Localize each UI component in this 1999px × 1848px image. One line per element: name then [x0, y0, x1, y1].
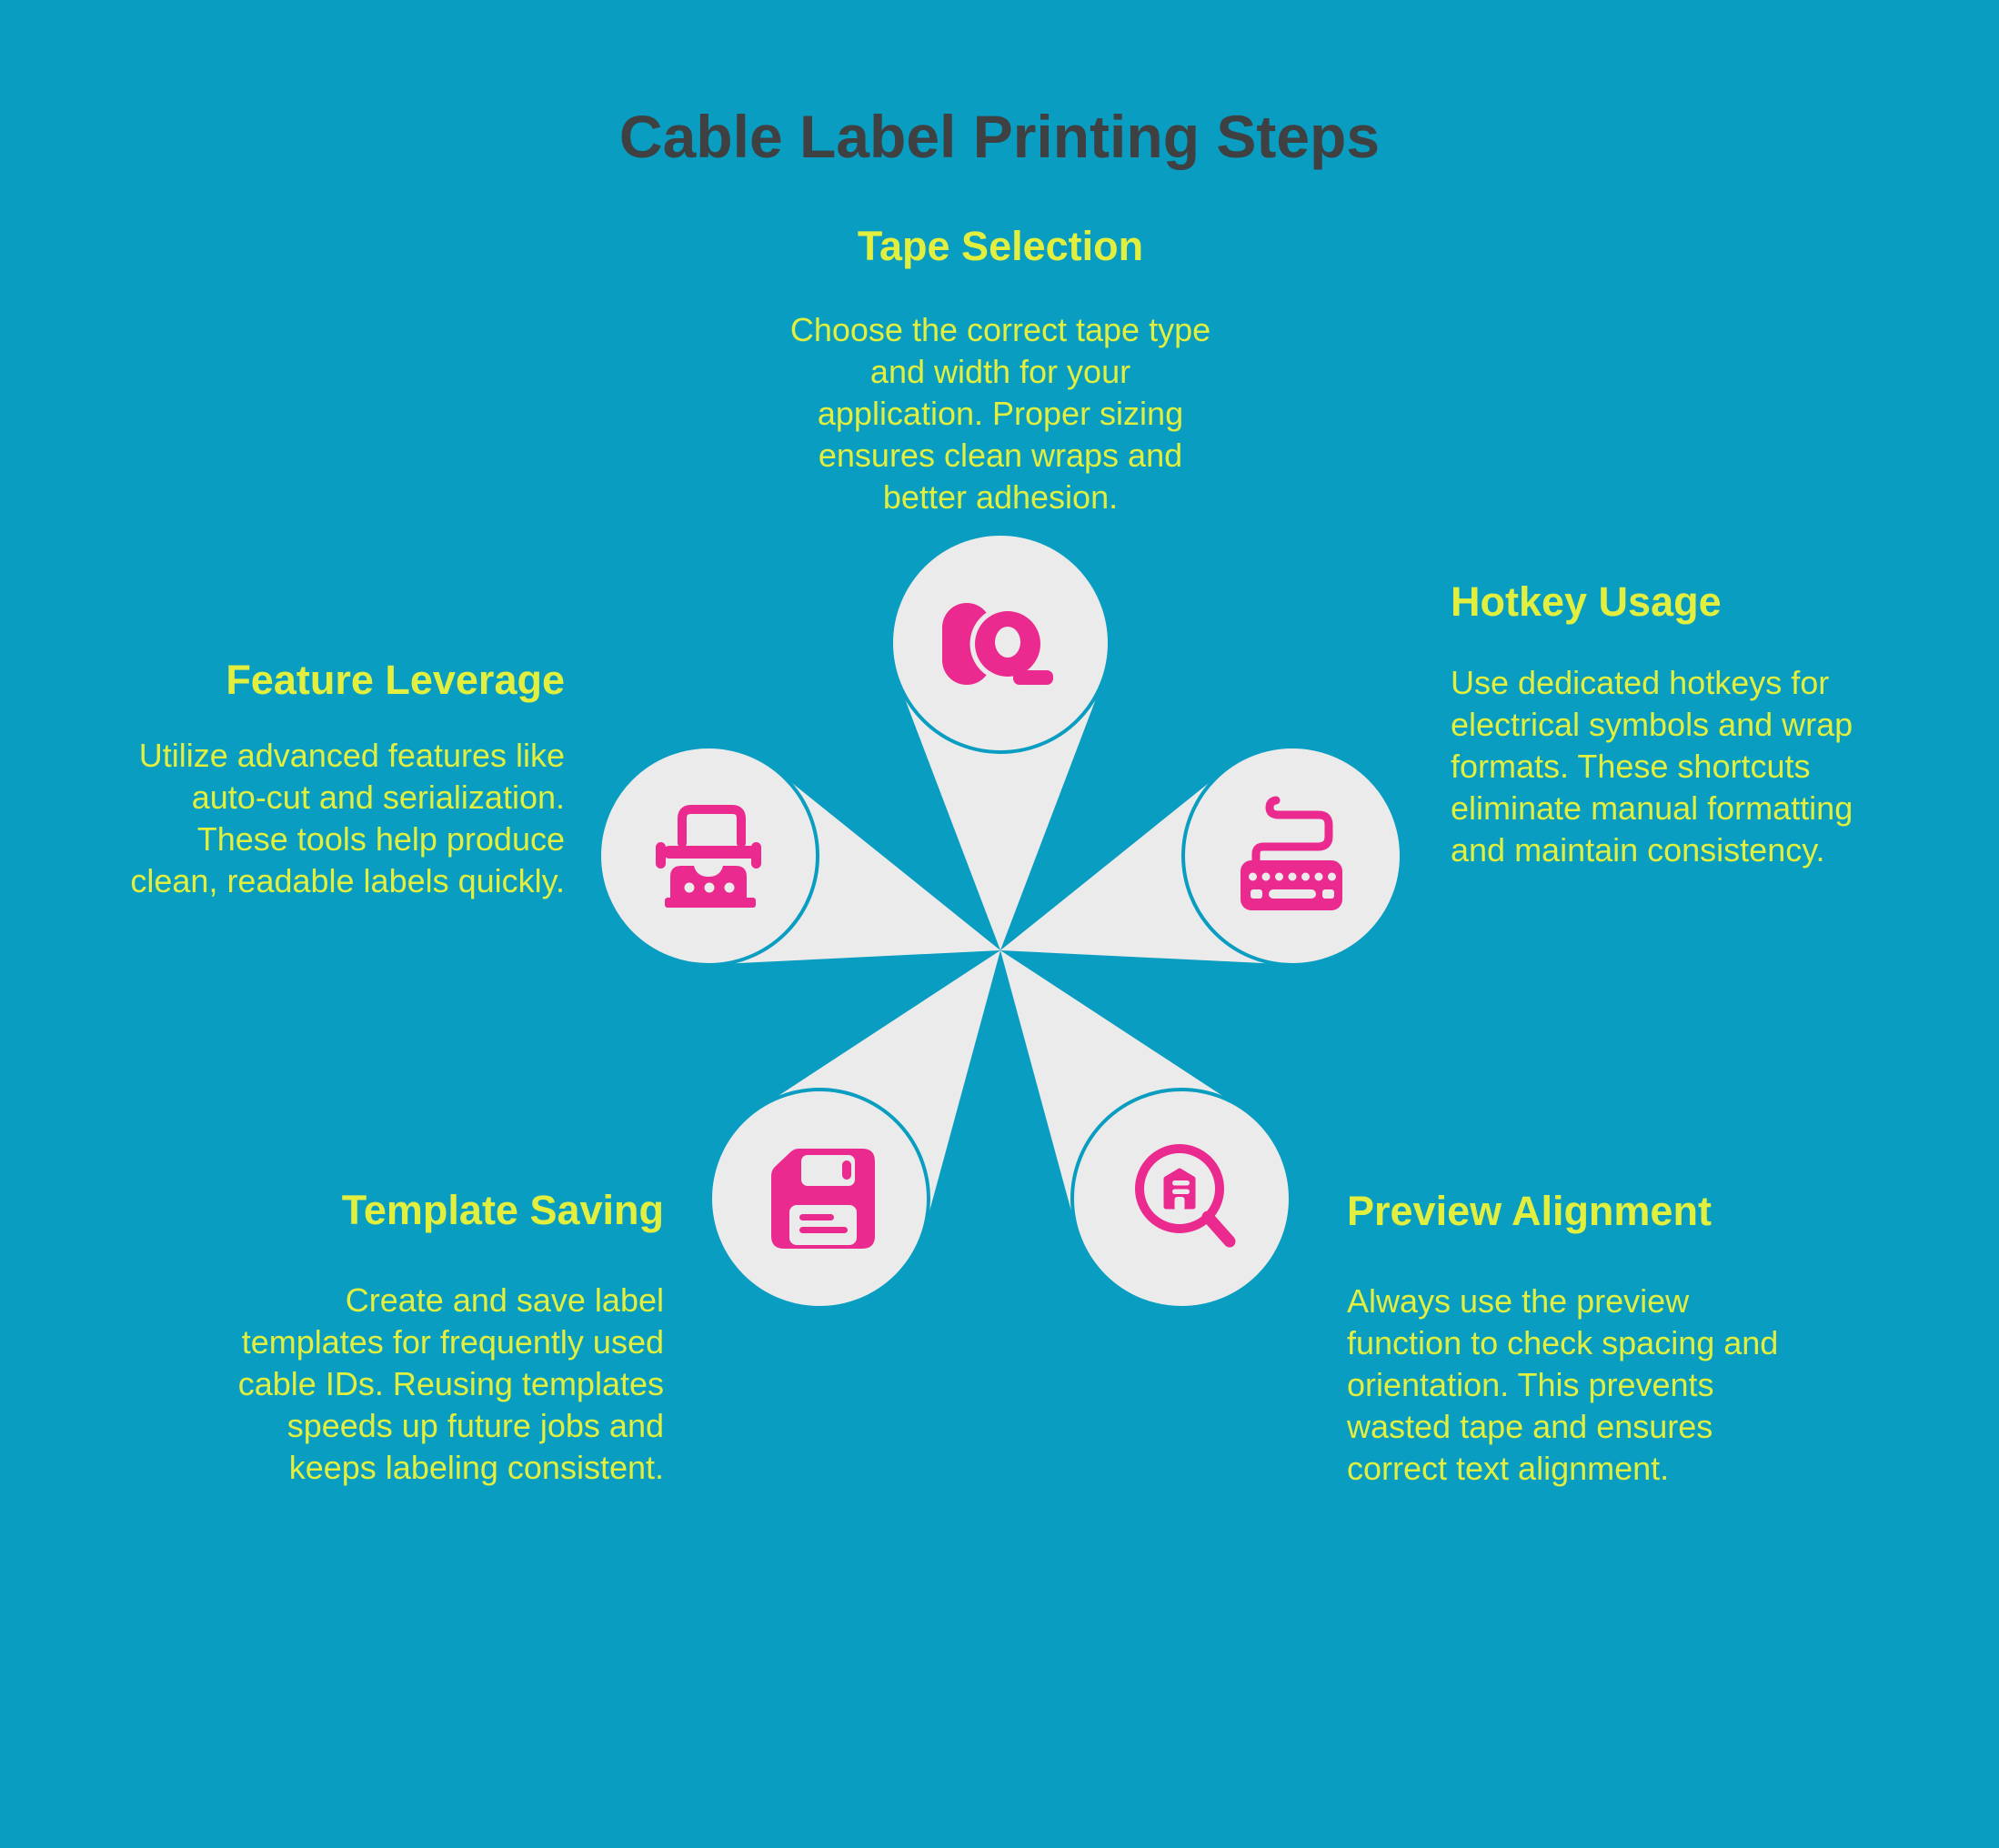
step-heading: Template Saving [341, 1187, 664, 1233]
step-tape-selection: Tape Selection Choose the correct tape t… [718, 224, 1282, 518]
step-feature-leverage: Feature Leverage Utilize advanced featur… [92, 658, 565, 902]
tape-roll-icon [942, 603, 1053, 685]
page-title: Cable Label Printing Steps [618, 103, 1381, 170]
step-preview-alignment: Preview Alignment Always use the preview… [1347, 1189, 1829, 1490]
step-body: Utilize advanced features like auto-cut … [130, 737, 565, 899]
step-body: Choose the correct tape type and width f… [789, 311, 1211, 516]
petal-wedge [898, 681, 1103, 950]
petal-hotkey-usage [1000, 745, 1403, 967]
step-heading: Preview Alignment [1347, 1188, 1712, 1234]
step-body: Use dedicated hotkeys for electrical sym… [1451, 664, 1853, 869]
step-body: Always use the preview function to check… [1347, 1282, 1779, 1487]
step-hotkey-usage: Hotkey Usage Use dedicated hotkeys for e… [1451, 579, 1896, 871]
petal-wedge [1000, 950, 1241, 1228]
magnifier-label-icon [1135, 1144, 1236, 1248]
petal-preview-alignment [1000, 950, 1292, 1310]
label-printer-icon [656, 805, 761, 908]
petal-template-saving [708, 950, 1000, 1310]
petal-wedge [759, 950, 1000, 1228]
floppy-disk-icon [771, 1149, 875, 1249]
petal-feature-leverage [598, 745, 1000, 967]
step-template-saving: Template Saving Create and save label te… [209, 1188, 664, 1489]
step-heading: Tape Selection [857, 223, 1144, 269]
step-heading: Feature Leverage [226, 657, 565, 703]
keyboard-cable-icon [1241, 796, 1342, 910]
petal-circle [1181, 745, 1403, 967]
petal-tape-selection [889, 532, 1111, 950]
step-heading: Hotkey Usage [1451, 578, 1722, 625]
step-body: Create and save label templates for freq… [237, 1281, 664, 1486]
